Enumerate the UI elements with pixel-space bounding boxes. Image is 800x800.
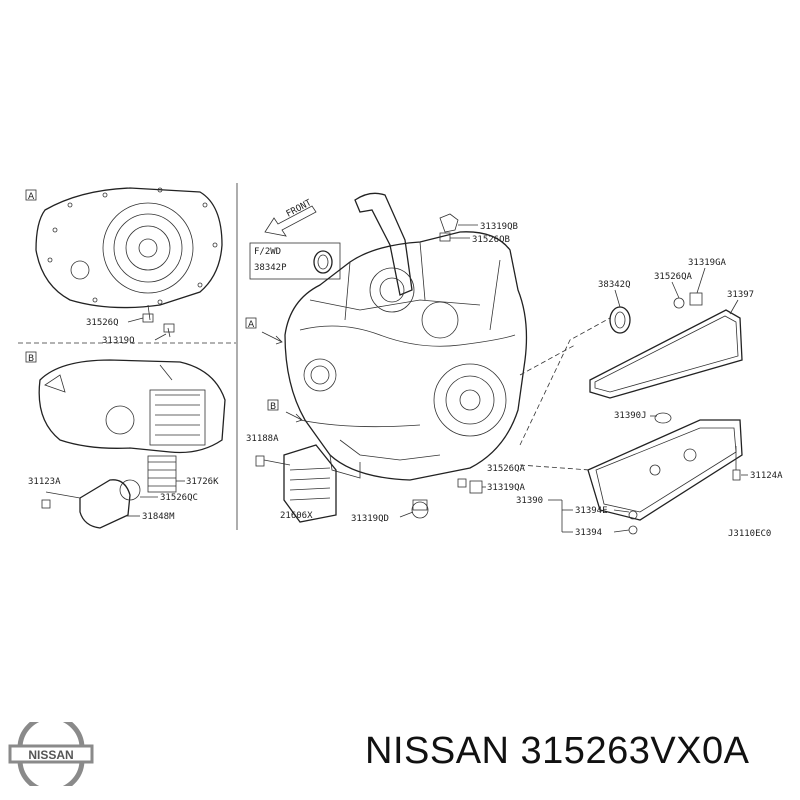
box-b-indicator [267, 399, 279, 411]
part-label: 31319Q [102, 336, 135, 346]
part-label: 31390 [516, 496, 543, 506]
part-label: 31526QA [654, 272, 693, 282]
box-label-a: A [248, 320, 255, 330]
nissan-logo: NISSAN [8, 722, 94, 786]
part-label: 31319GA [688, 258, 727, 268]
part-label: 31526QA [487, 464, 526, 474]
transmission-body [284, 192, 528, 519]
detail-b-oil-cooler: B [25, 351, 226, 529]
logo-text: NISSAN [28, 748, 73, 762]
part-label: 31319QD [351, 514, 389, 524]
detail-a-housing: A [25, 187, 223, 341]
part-label: 31319QB [480, 222, 518, 232]
part-number-title: NISSAN 315263VX0A [365, 730, 750, 772]
part-label: 31848M [142, 512, 175, 522]
callout-title: F/2WD [254, 247, 281, 257]
front-arrow: FRONT [264, 198, 317, 237]
part-label: 31526QC [160, 493, 198, 503]
part-label: 31726K [186, 477, 219, 487]
part-label: 31394E [575, 506, 608, 516]
part-label: 21606X [280, 511, 313, 521]
box-label-b: B [28, 354, 34, 364]
box-label-b: B [270, 402, 276, 412]
part-label: 31319QA [487, 483, 526, 493]
box-label-a: A [28, 192, 35, 202]
front-label: FRONT [285, 198, 314, 220]
part-label: 31526QB [472, 235, 510, 245]
part-label: 38342Q [598, 280, 631, 290]
oil-pan [519, 412, 743, 535]
part-label: 31390J [614, 411, 647, 421]
part-label: 31394 [575, 528, 602, 538]
part-label: 31397 [727, 290, 754, 300]
callout-part: 38342P [254, 263, 287, 273]
oil-cooler [255, 444, 337, 523]
seal-and-plugs [519, 267, 706, 446]
callout-box: F/2WD 38342P [249, 242, 341, 280]
oil-pan-gasket [589, 309, 743, 399]
part-label: 31188A [246, 434, 279, 444]
diagram-code: J3110EC0 [728, 529, 771, 539]
box-a-indicator [245, 317, 257, 329]
part-label: 31124A [750, 471, 783, 481]
part-label: 31123A [28, 477, 61, 487]
part-label: 31526Q [86, 318, 119, 328]
